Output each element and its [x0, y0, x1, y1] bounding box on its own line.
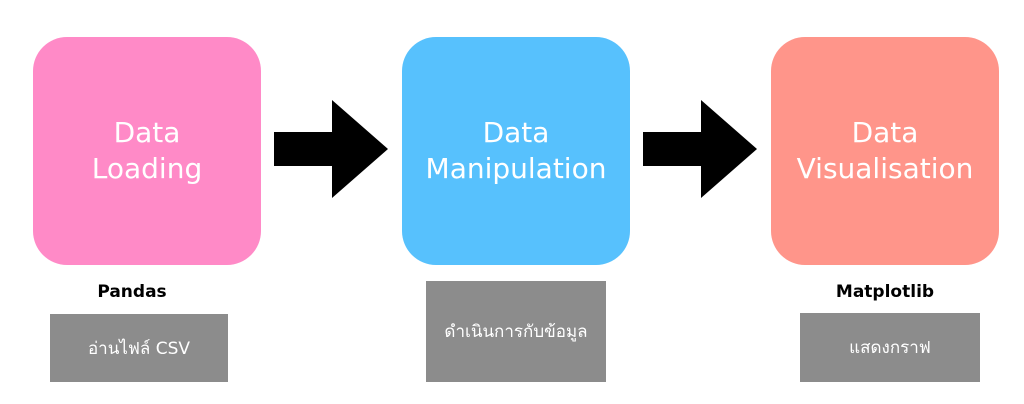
stage-data-manipulation: Data Manipulation [402, 37, 630, 265]
stage-title-line2: Visualisation [796, 152, 974, 185]
stage-data-visualisation: Data Visualisation [771, 37, 999, 265]
note-show-graph: แสดงกราฟ [800, 313, 980, 382]
note-manipulate-data: ดำเนินการกับข้อมูล [426, 281, 606, 382]
stage-data-loading: Data Loading [33, 37, 261, 265]
right-arrow-icon [643, 100, 757, 198]
arrow-shape [274, 100, 388, 198]
stage-title-line1: Data [113, 116, 181, 149]
arrow-shape [643, 100, 757, 198]
stage-title-line1: Data [482, 116, 550, 149]
library-label-matplotlib: Matplotlib [835, 282, 935, 302]
library-label-pandas: Pandas [97, 282, 167, 302]
stage-title-line2: Manipulation [425, 152, 607, 185]
note-read-csv: อ่านไฟล์ CSV [50, 314, 228, 382]
right-arrow-icon [274, 100, 388, 198]
stage-title-line2: Loading [91, 152, 203, 185]
stage-title-line1: Data [851, 116, 919, 149]
